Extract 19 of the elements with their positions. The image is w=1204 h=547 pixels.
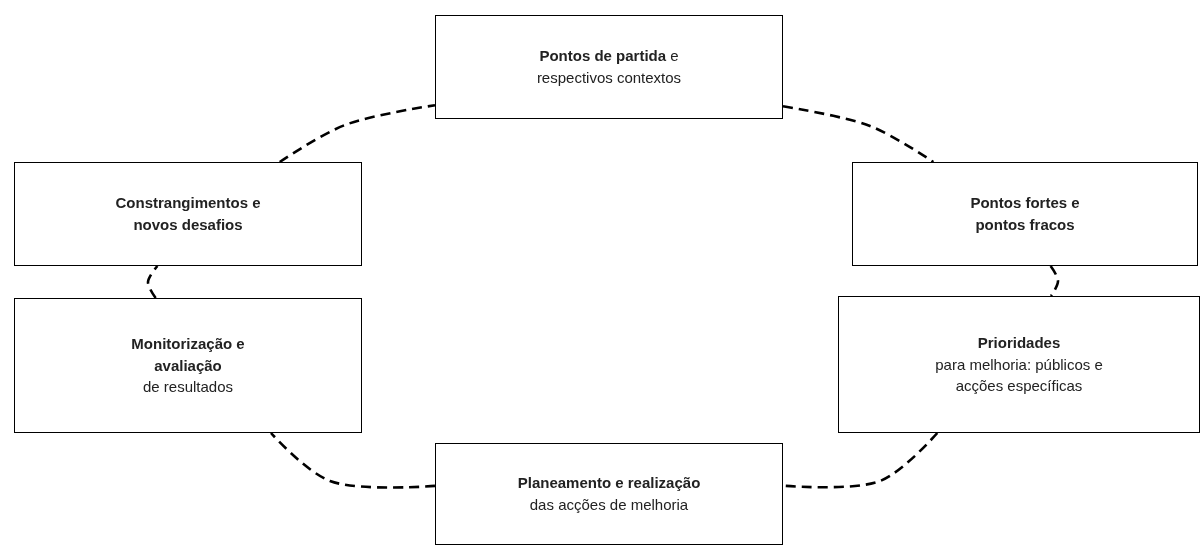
dashed-connector (782, 105, 935, 164)
dashed-connector (279, 103, 436, 164)
text-box (14, 162, 362, 266)
text-box (435, 15, 783, 119)
dashed-connector (1049, 265, 1060, 297)
text-box (838, 296, 1200, 433)
text-box (435, 443, 783, 545)
text-box (14, 298, 362, 433)
box-text: das acções de melhoria (529, 495, 689, 515)
box-text: de resultados (142, 377, 234, 398)
dashed-connector (270, 432, 436, 489)
text-box (852, 162, 1198, 266)
box-heading: Planeamento e realização (517, 473, 701, 494)
box-heading: Constrangimentos e novos desafios (114, 193, 262, 235)
box-text: para melhoria: públicos e acções específicas (934, 354, 1104, 397)
dashed-connector (146, 265, 159, 299)
box-heading: Pontos fortes e pontos fracos (969, 193, 1081, 235)
box-heading: Pontos de partida e respectivos contextos (535, 46, 683, 88)
box-heading: Prioridades (977, 332, 1061, 353)
